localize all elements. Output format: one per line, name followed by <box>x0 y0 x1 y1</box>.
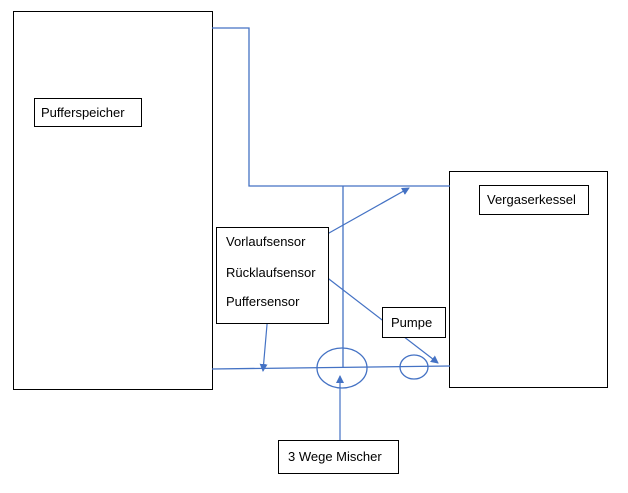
puffersensor-label: Puffersensor <box>226 294 300 309</box>
pumpe-label: Pumpe <box>391 315 433 330</box>
vergaserkessel-label-box <box>479 185 589 215</box>
return-pipe <box>211 365 451 370</box>
mixer-valve-symbol <box>316 347 368 389</box>
pump-symbol <box>399 354 429 380</box>
sensor-list-box <box>216 227 329 324</box>
mischer-label-box <box>278 440 399 474</box>
pufferspeicher-label: Pufferspeicher <box>41 105 125 120</box>
ruecklauf-arrow <box>324 275 439 364</box>
pufferspeicher-label-box <box>34 98 142 127</box>
ruecklaufsensor-label: Rücklaufsensor <box>226 265 316 280</box>
vergaserkessel-label: Vergaserkessel <box>487 192 576 207</box>
supply-pipe <box>212 27 450 187</box>
pumpe-label-box <box>382 307 446 338</box>
vorlauf-arrow <box>312 187 410 243</box>
buffer-tank <box>13 11 213 390</box>
vorlaufsensor-label: Vorlaufsensor <box>226 234 306 249</box>
mischer-label: 3 Wege Mischer <box>288 449 382 464</box>
